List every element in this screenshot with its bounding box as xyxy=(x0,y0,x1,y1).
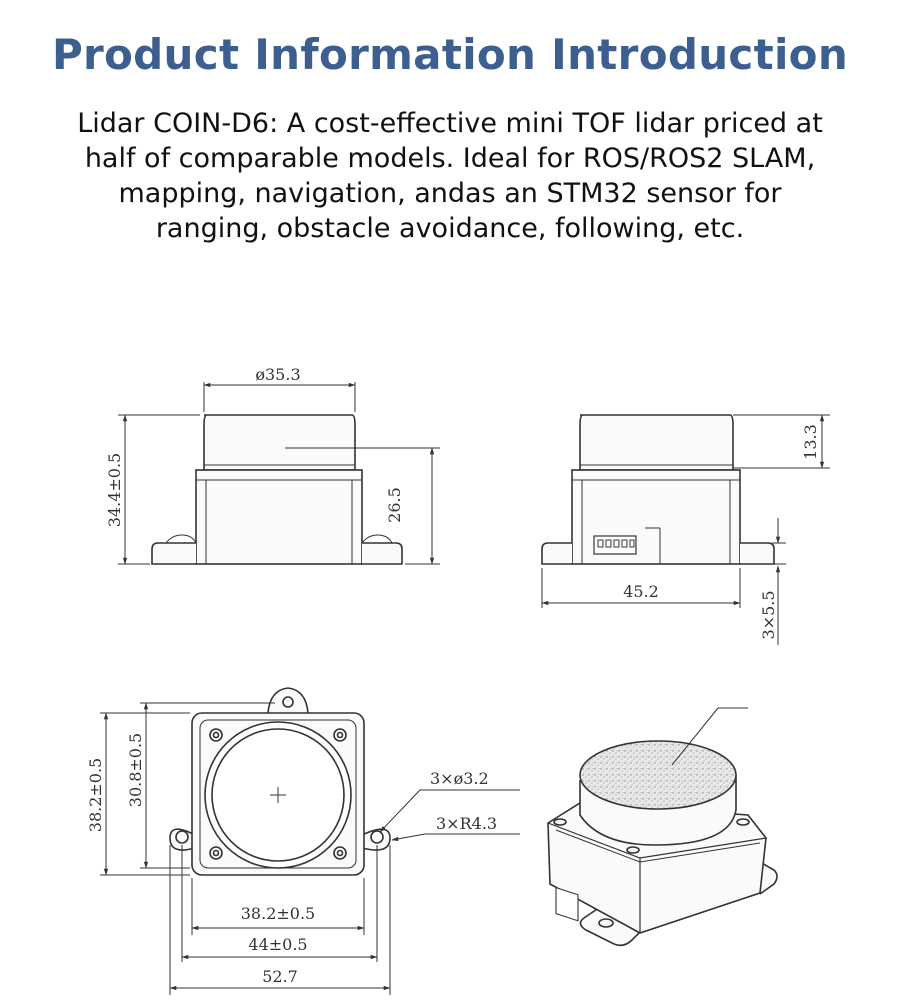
dim-top-height-inner: 30.8±0.5 xyxy=(126,733,145,807)
dim-front-diameter: ø35.3 xyxy=(255,365,300,384)
dim-side-cap-height: 13.3 xyxy=(801,424,820,460)
dim-top-radius: 3×R4.3 xyxy=(436,814,497,833)
page-title: Product Information Introduction xyxy=(51,30,849,79)
product-description: Lidar COIN-D6: A cost-effective mini TOF… xyxy=(15,106,885,246)
description-line: half of comparable models. Ideal for ROS… xyxy=(84,143,816,174)
description-line: mapping, navigation, andas an STM32 sens… xyxy=(118,178,782,209)
dim-top-height-outer: 38.2±0.5 xyxy=(86,758,105,832)
isometric-view xyxy=(547,707,778,947)
front-view xyxy=(118,382,440,565)
dim-top-hole: 3×ø3.2 xyxy=(430,769,489,788)
dim-front-height-total: 34.4±0.5 xyxy=(105,453,124,527)
dim-front-body-height: 26.5 xyxy=(385,487,404,523)
dim-top-width-outer: 52.7 xyxy=(262,967,298,986)
dim-side-width: 45.2 xyxy=(623,582,659,601)
dim-side-foot: 3×5.5 xyxy=(759,590,778,639)
top-view xyxy=(100,687,520,995)
description-line: Lidar COIN-D6: A cost-effective mini TOF… xyxy=(77,108,823,139)
dim-top-width-inner: 38.2±0.5 xyxy=(241,904,315,923)
dim-top-width-mid: 44±0.5 xyxy=(248,935,307,954)
description-line: ranging, obstacle avoidance, following, … xyxy=(155,213,745,244)
side-view xyxy=(541,414,830,645)
